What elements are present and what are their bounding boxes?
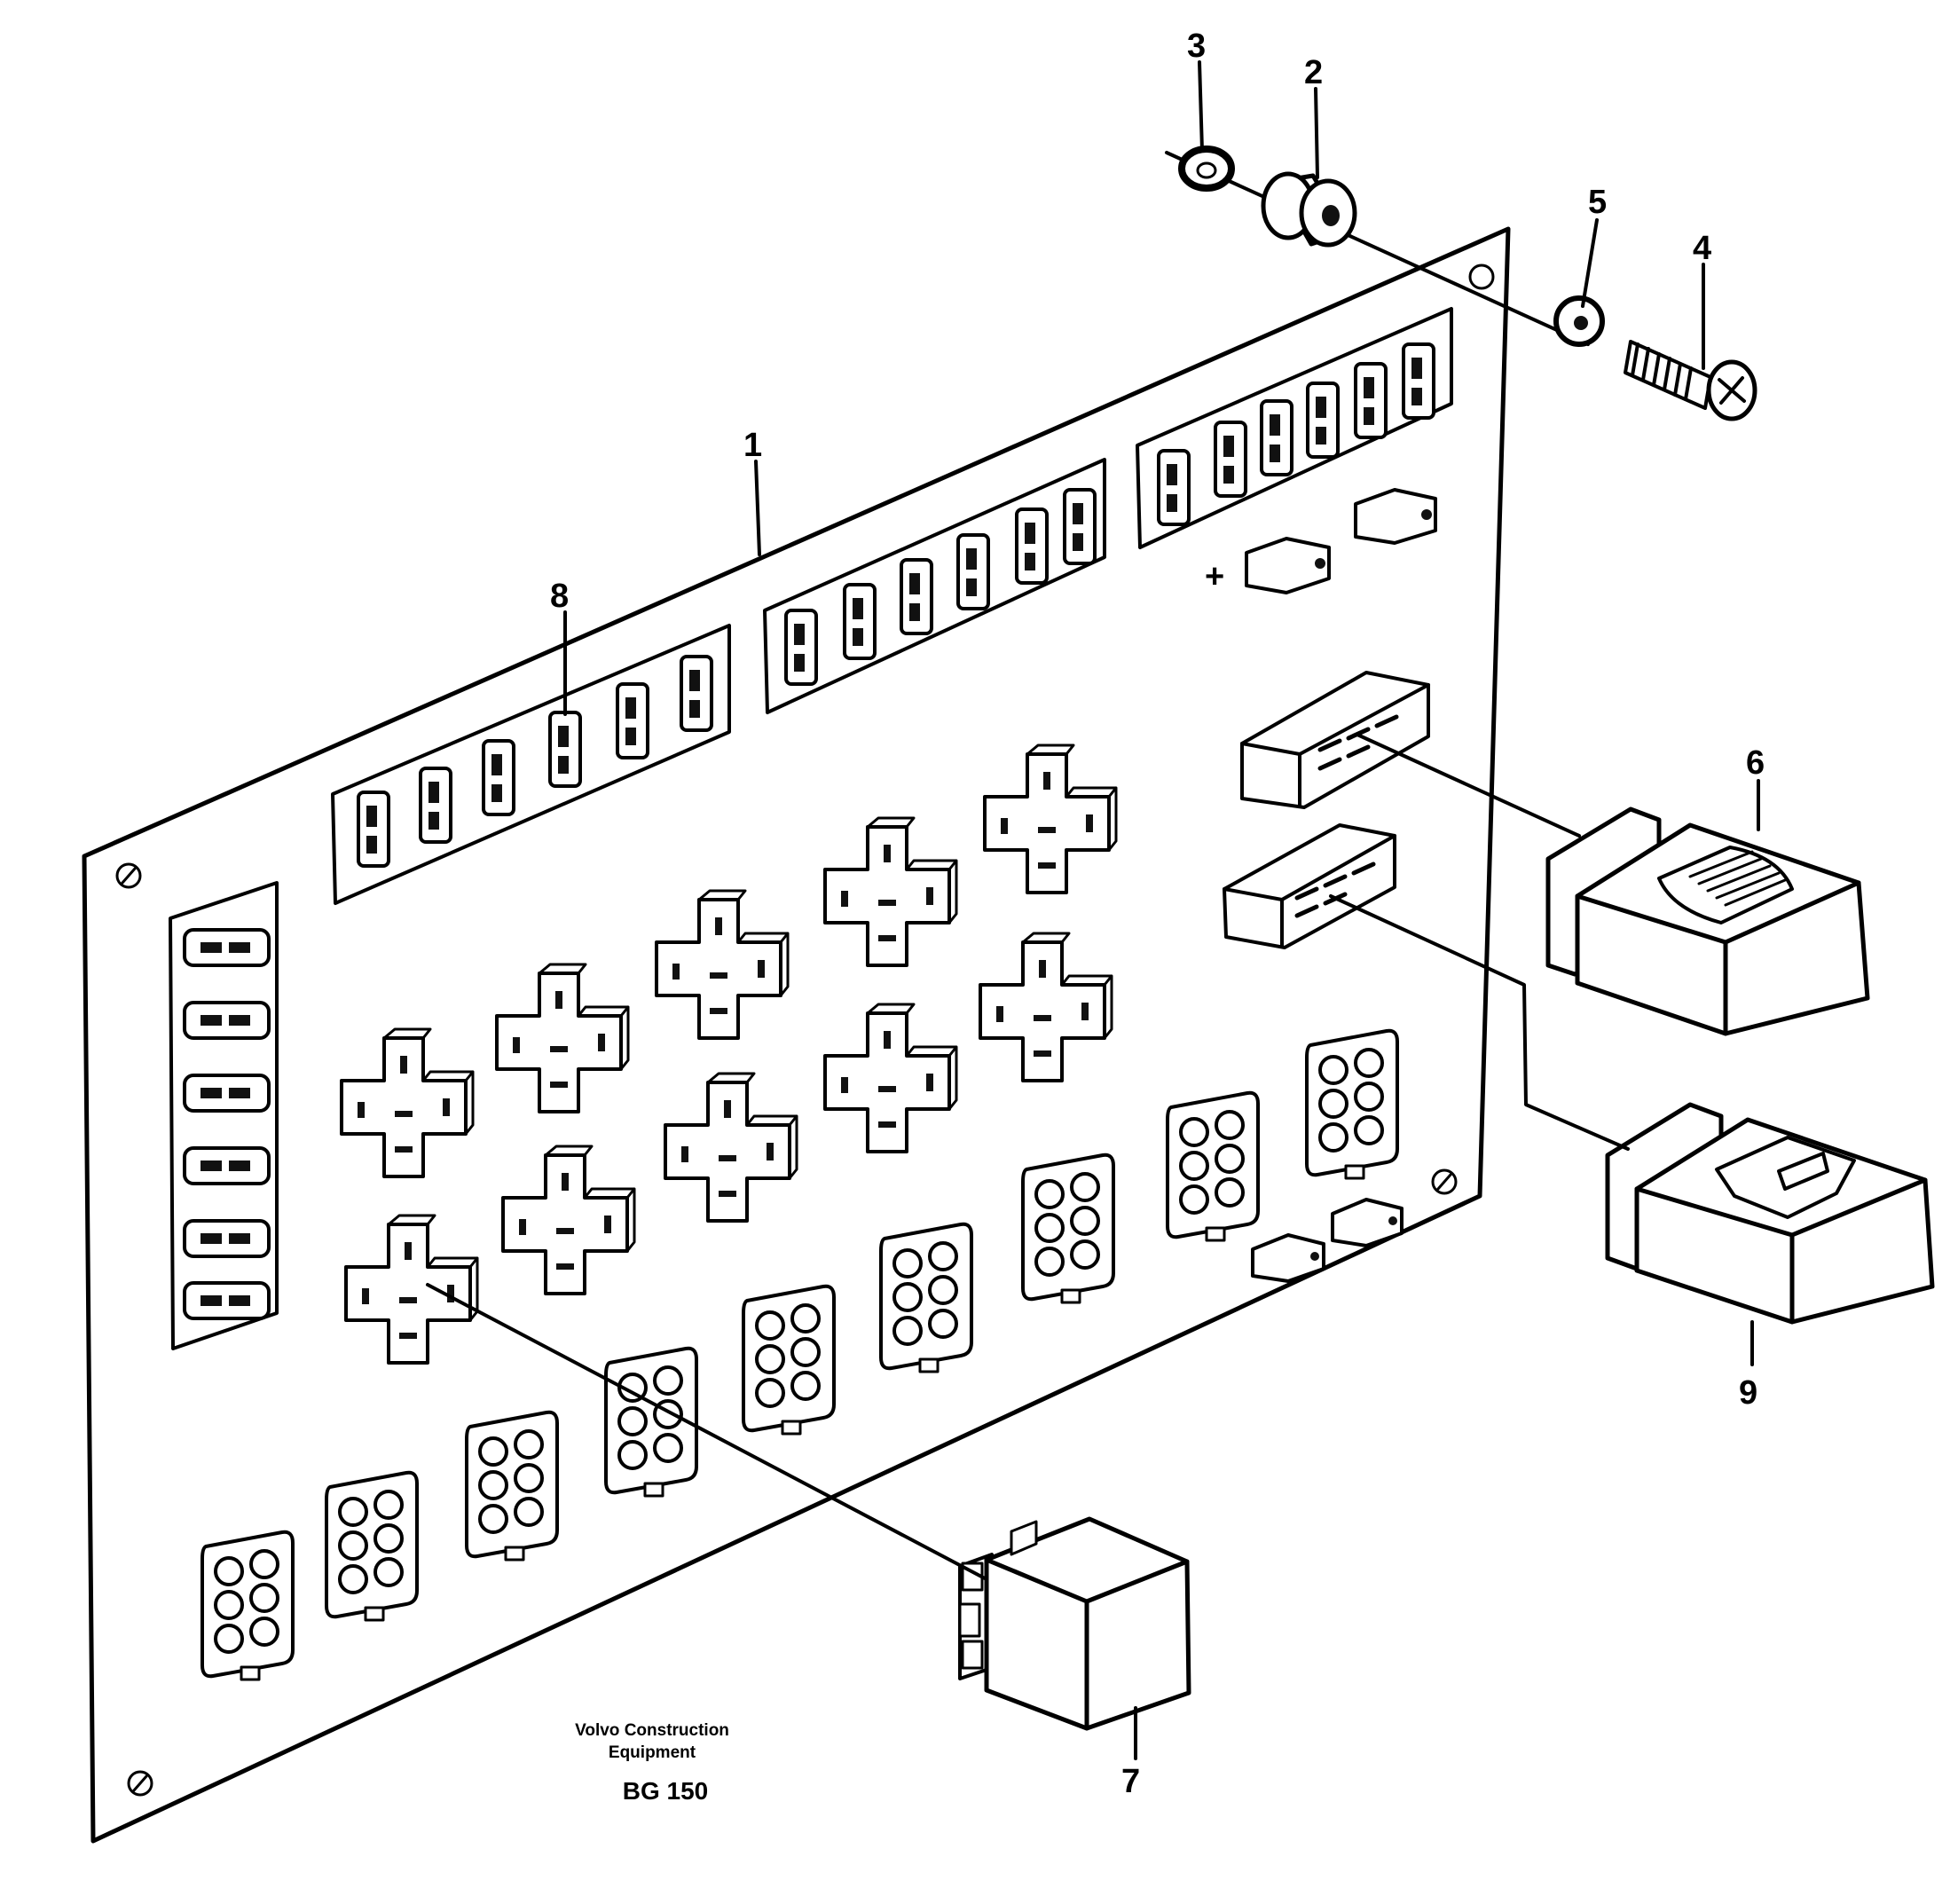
fuse xyxy=(183,1281,271,1320)
fuse xyxy=(1214,421,1247,498)
round-socket xyxy=(879,1222,973,1373)
round-socket xyxy=(201,1530,295,1681)
fuse-strip-side xyxy=(169,881,279,1350)
callout-4: 4 xyxy=(1693,230,1711,267)
connector-plug-6 xyxy=(1545,806,1870,1036)
fuse xyxy=(1157,449,1191,526)
fuse xyxy=(1015,507,1049,585)
callout-8: 8 xyxy=(550,578,569,615)
callout-6: 6 xyxy=(1746,744,1765,782)
round-socket xyxy=(325,1470,419,1622)
fuse xyxy=(1354,362,1388,439)
fuse xyxy=(1306,382,1340,459)
screw-4 xyxy=(1624,340,1757,421)
leader-lines xyxy=(563,60,1760,1760)
fuse xyxy=(183,928,271,967)
terminal-tabs-bottom xyxy=(1251,1198,1404,1283)
mounting-hole-bottom-left xyxy=(127,1770,153,1797)
washer-3 xyxy=(1178,146,1235,192)
round-socket xyxy=(1305,1028,1399,1180)
callout-5: 5 xyxy=(1588,184,1607,221)
fuse xyxy=(843,583,877,660)
connector-plug-9 xyxy=(1605,1102,1935,1325)
round-socket xyxy=(1166,1090,1260,1242)
mounting-hole-top-right xyxy=(1468,264,1495,290)
callout-2: 2 xyxy=(1304,54,1323,91)
callout-3: 3 xyxy=(1187,28,1206,65)
fuse xyxy=(1260,399,1293,476)
fuse xyxy=(784,609,818,686)
callout-7: 7 xyxy=(1121,1763,1140,1800)
mounting-hole-bottom-right xyxy=(1431,1168,1458,1195)
caption-code: BG 150 xyxy=(623,1777,709,1805)
mounting-hole-top-left xyxy=(115,862,142,889)
lead-wire-7 xyxy=(426,1283,988,1581)
relay-7 xyxy=(958,1516,1191,1731)
fuse xyxy=(482,739,515,816)
fuse xyxy=(183,1219,271,1258)
fuse xyxy=(1402,342,1435,420)
caption-line-2: Equipment xyxy=(609,1743,696,1762)
fuse xyxy=(680,655,713,732)
fuse xyxy=(956,533,990,610)
spacer-2 xyxy=(1261,171,1357,248)
fuse-row-top xyxy=(357,342,1435,868)
callout-1: 1 xyxy=(743,427,762,464)
fuse xyxy=(900,558,933,635)
round-socket xyxy=(604,1346,698,1498)
fuse xyxy=(183,1146,271,1185)
washer-5 xyxy=(1553,295,1605,347)
fuse xyxy=(357,791,390,868)
lead-wire-6 xyxy=(1356,733,1581,838)
plus-marking: + xyxy=(1205,558,1224,595)
round-socket xyxy=(742,1284,836,1436)
fuse xyxy=(419,767,452,844)
callout-9: 9 xyxy=(1739,1374,1757,1412)
fuse xyxy=(183,1074,271,1113)
board-connector-upper xyxy=(1240,671,1430,809)
lead-wire-9 xyxy=(1329,894,1630,1151)
fuse xyxy=(1063,488,1097,565)
fuse xyxy=(616,682,649,759)
circuit-board xyxy=(82,226,1511,1844)
caption-line-1: Volvo Construction xyxy=(575,1721,729,1740)
fuse xyxy=(183,1001,271,1040)
mounting-axis xyxy=(1165,151,1590,346)
round-socket xyxy=(1021,1153,1115,1304)
terminal-tabs-top xyxy=(1245,488,1437,594)
round-socket xyxy=(465,1410,559,1562)
fuse-item-8 xyxy=(548,711,582,788)
